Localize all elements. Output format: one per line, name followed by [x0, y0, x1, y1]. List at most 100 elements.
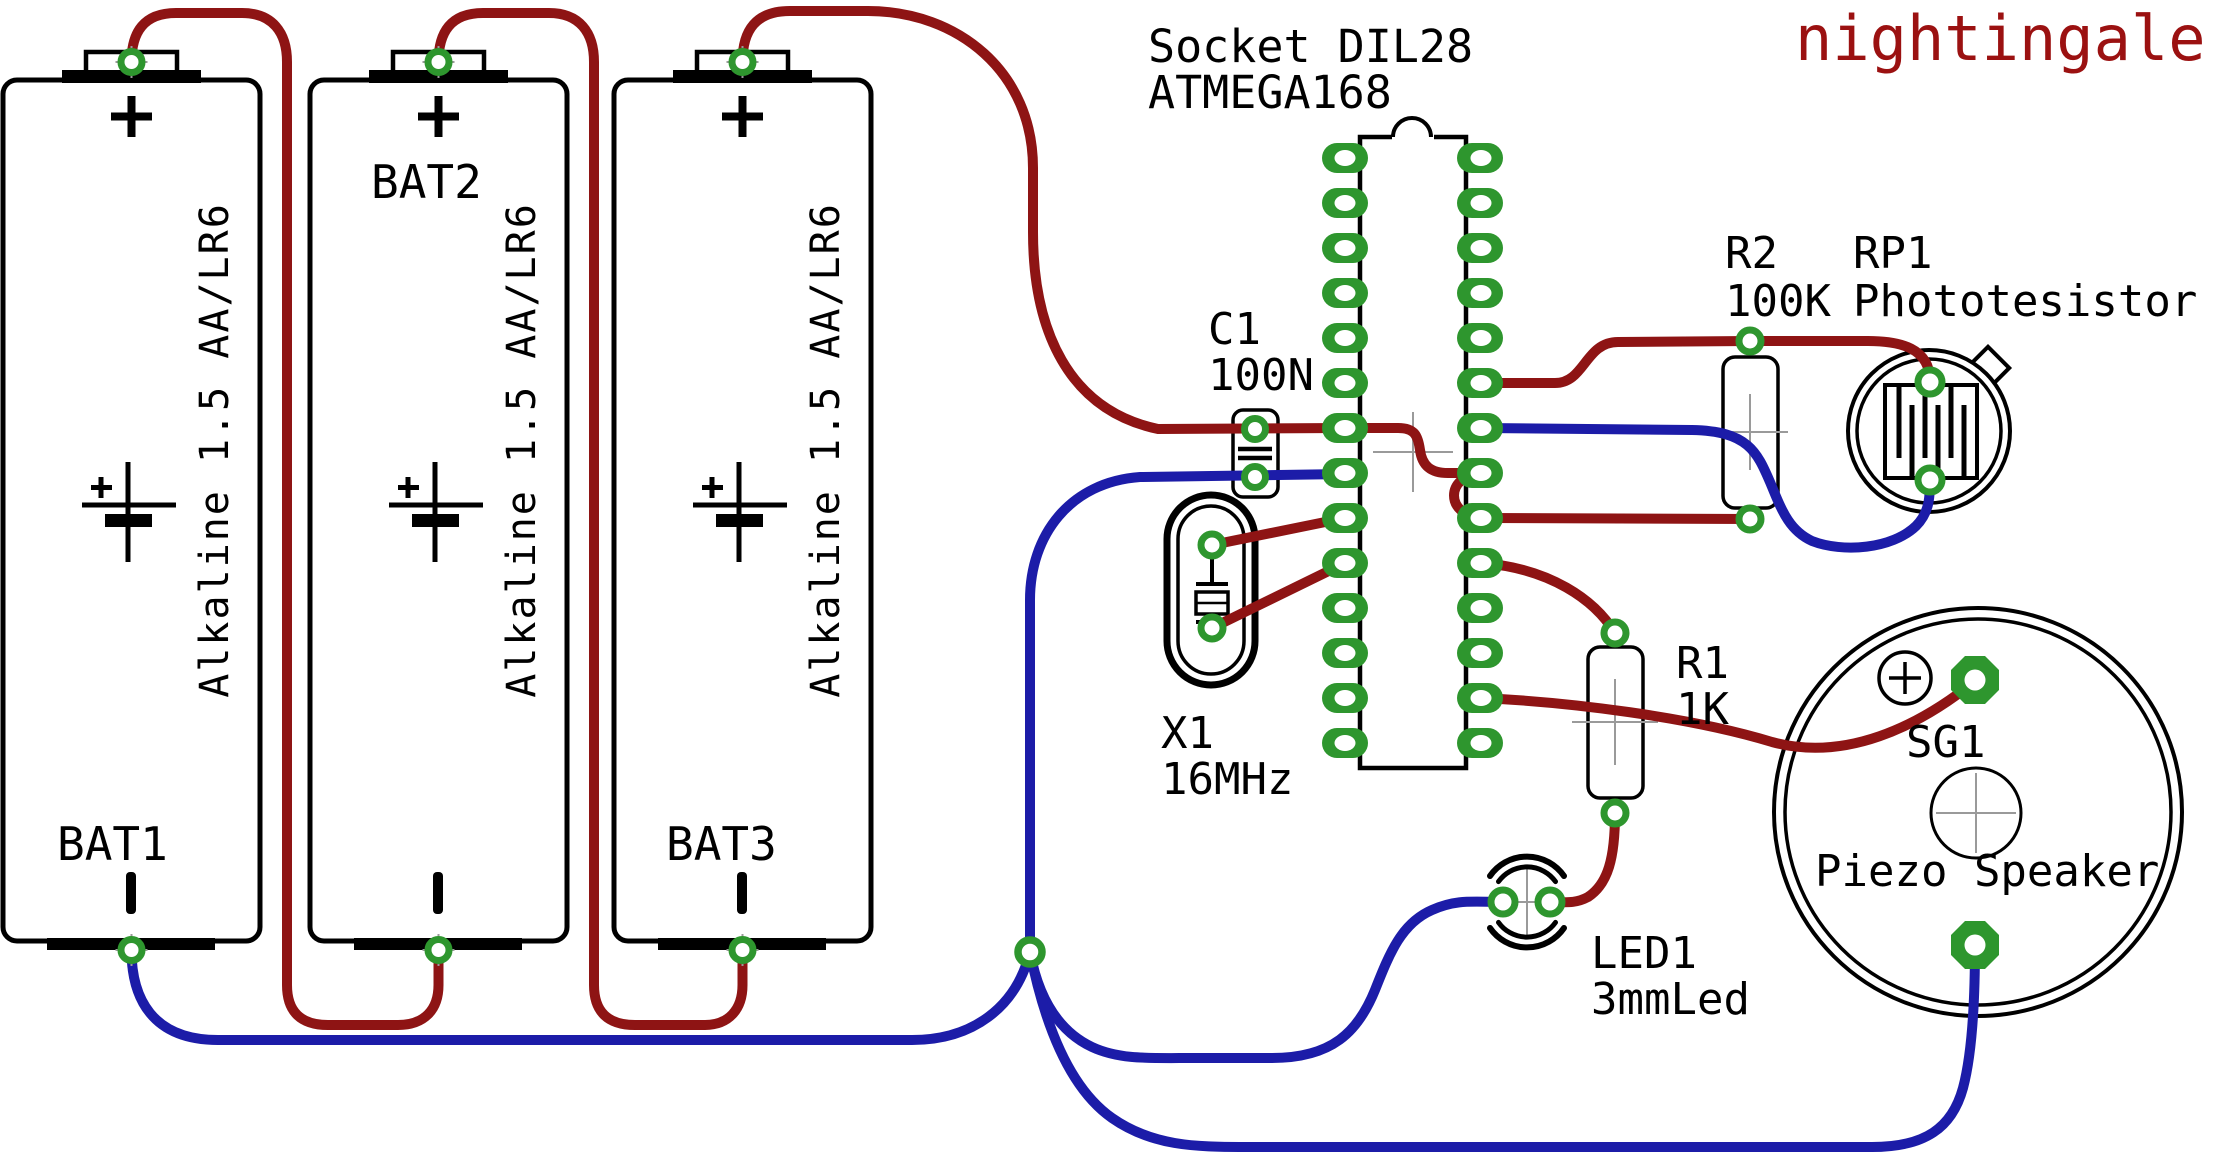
- wire-red-ic-to-r2-rp1[interactable]: [1476, 336, 1935, 388]
- ic-pad-right-hole: [1470, 420, 1492, 436]
- photoresistor-rp1[interactable]: [1846, 343, 2013, 514]
- ic-pad-right-hole: [1470, 690, 1492, 706]
- ic-pad-left-hole: [1334, 240, 1356, 256]
- bat3-pin-bottom: [728, 936, 757, 964]
- ic-label-line2: ATMEGA168: [1148, 66, 1392, 119]
- resistor-r1[interactable]: [1572, 645, 1658, 800]
- ic-pad-right-hole: [1470, 150, 1492, 166]
- ic-pad-left-hole: [1334, 465, 1356, 481]
- crystal-symbol-icon: [1196, 556, 1228, 586]
- ic-pad-right-hole: [1470, 645, 1492, 661]
- ic-socket-dil28[interactable]: [1357, 116, 1469, 771]
- wire-red-ic-cross[interactable]: [1340, 423, 1486, 478]
- ic-pad-left-hole: [1334, 510, 1356, 526]
- rp1-pin-bottom: [1914, 464, 1946, 496]
- led-arc-icon: [1496, 864, 1558, 885]
- bat1-spec-label: Alkaline 1.5 AA/LR6: [192, 202, 238, 698]
- r2-pin-top: [1735, 326, 1765, 356]
- c1-ref-label: C1: [1208, 304, 1261, 355]
- r2-value-label: 100K: [1725, 276, 1831, 327]
- sg1-pad-minus-hole: [1964, 934, 1986, 956]
- ic-label-line1: Socket DIL28: [1148, 20, 1473, 73]
- ic-pad-left-hole: [1334, 285, 1356, 301]
- ic-pad-right-hole: [1470, 600, 1492, 616]
- r1-pin-top: [1600, 618, 1630, 648]
- x1-pin-top: [1197, 530, 1227, 560]
- piezo-speaker-sg1[interactable]: [1772, 606, 2184, 1018]
- c1-value-label: 100N: [1208, 350, 1314, 401]
- wire-blue-bat1-to-junction[interactable]: [126, 945, 1035, 1045]
- wire-red-bat1-to-bat2[interactable]: [126, 8, 444, 1030]
- rp1-value-label: Phototesistor: [1853, 276, 2197, 327]
- bat1-label: BAT1: [57, 817, 168, 871]
- bat3-spec-label: Alkaline 1.5 AA/LR6: [803, 202, 849, 698]
- c1-pin-bottom: [1241, 463, 1269, 491]
- ic-pad-left-hole: [1334, 600, 1356, 616]
- bat2-pin-top: [424, 48, 453, 76]
- bat2-label: BAT2: [371, 155, 482, 209]
- led-led1[interactable]: [1487, 853, 1567, 951]
- ic-pad-left-hole: [1334, 330, 1356, 346]
- rp1-fingers-bottom: [1909, 405, 1967, 478]
- bat1-pin-top: [117, 48, 146, 76]
- ic-pad-right-hole: [1470, 465, 1492, 481]
- ic-pad-right-hole: [1470, 375, 1492, 391]
- wire-blue-junction-to-c1[interactable]: [1025, 469, 1350, 957]
- ic-pad-left-hole: [1334, 195, 1356, 211]
- wire-red-bat3-to-c1[interactable]: [737, 6, 1350, 434]
- ic-center-crosshair: [1373, 412, 1453, 492]
- ic-pad-left-hole: [1334, 150, 1356, 166]
- bat2-spec-label: Alkaline 1.5 AA/LR6: [499, 202, 545, 698]
- ic-pad-right-hole: [1470, 285, 1492, 301]
- led1-value-label: 3mmLed: [1591, 974, 1750, 1025]
- battery-pin-group: [115, 46, 759, 966]
- wire-red-ic-to-r2-bottom[interactable]: [1476, 513, 1755, 524]
- wire-red-bat2-to-bat3[interactable]: [433, 8, 748, 1030]
- r1-value-label: 1K: [1676, 684, 1729, 735]
- speaker-crosshair: [1936, 773, 2016, 853]
- ic-pad-right-hole: [1470, 330, 1492, 346]
- led-arc-icon: [1487, 925, 1567, 951]
- crystal-x1[interactable]: [1163, 491, 1259, 689]
- junction-node: [1014, 936, 1046, 968]
- speaker-plus-cross: [1889, 662, 1921, 694]
- ic-pad-right-hole: [1470, 735, 1492, 751]
- ic-pad-left-hole: [1334, 645, 1356, 661]
- ic-pad-right-hole: [1470, 555, 1492, 571]
- r2-ref-label: R2: [1725, 228, 1778, 279]
- bat3-label: BAT3: [666, 817, 777, 871]
- ic-pad-left-hole: [1334, 555, 1356, 571]
- brand-title: nightingale: [1795, 2, 2206, 75]
- sg1-ref-label: SG1: [1906, 717, 1985, 768]
- x1-value-label: 16MHz: [1161, 754, 1293, 805]
- c1-pin-top: [1241, 415, 1269, 443]
- wire-blue-junction-to-led[interactable]: [1025, 896, 1508, 1064]
- ic-pad-right-hole: [1470, 195, 1492, 211]
- wire-red-x1-bottom[interactable]: [1207, 558, 1350, 633]
- capacitor-plates-icon: [1238, 446, 1272, 461]
- sg1-value-label: Piezo Speaker: [1815, 846, 2159, 897]
- wire-red-ic-to-r1[interactable]: [1476, 558, 1620, 638]
- ic-pad-left-hole: [1334, 690, 1356, 706]
- wire-red-r1-to-led[interactable]: [1545, 808, 1620, 908]
- wire-blue-ic-to-rp1[interactable]: [1476, 423, 1935, 553]
- bat1-pin-bottom: [117, 936, 146, 964]
- bat3-pin-top: [728, 48, 757, 76]
- led1-pin-left: [1487, 886, 1519, 918]
- r1-pin-bottom: [1600, 798, 1630, 828]
- ic-notch-icon: [1391, 116, 1433, 138]
- sg1-pad-plus-hole: [1964, 669, 1986, 691]
- led1-ref-label: LED1: [1591, 928, 1697, 979]
- x1-pin-bottom: [1197, 613, 1227, 643]
- rp1-fingers-top: [1896, 385, 1954, 458]
- r1-ref-label: R1: [1676, 638, 1729, 689]
- bat2-pin-bottom: [424, 936, 453, 964]
- ic-pad-left-hole: [1334, 420, 1356, 436]
- ic-pad-group: [1322, 143, 1503, 758]
- led1-pin-right: [1534, 886, 1566, 918]
- wire-blue-junction-to-speaker[interactable]: [1025, 940, 1980, 1152]
- rp1-ref-label: RP1: [1853, 228, 1932, 279]
- wire-red-ic-to-speaker[interactable]: [1476, 676, 1980, 753]
- rp1-pin-top: [1914, 366, 1946, 398]
